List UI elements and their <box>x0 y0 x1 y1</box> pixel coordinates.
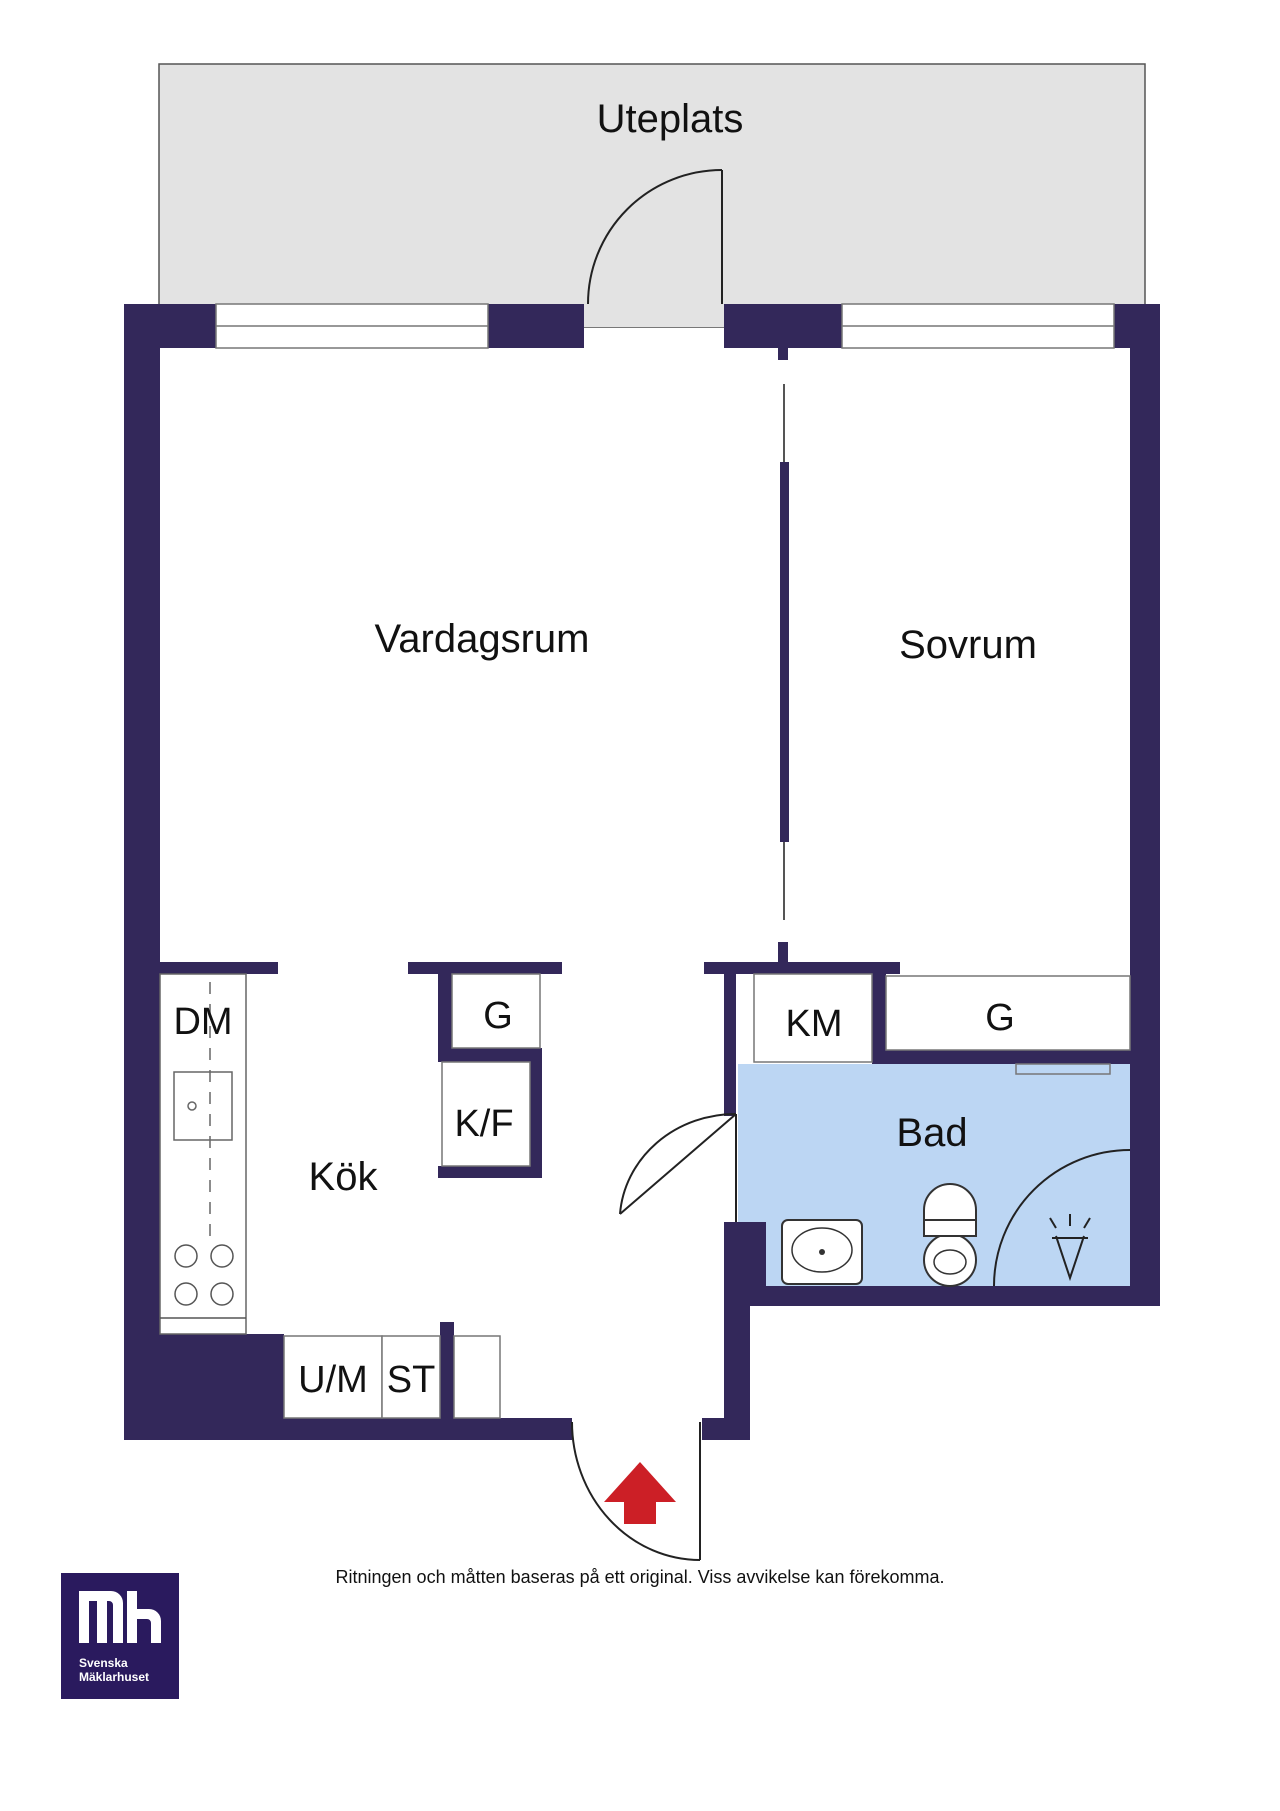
bathroom-sink <box>781 1219 863 1285</box>
stove-icon <box>160 1244 246 1319</box>
label-sovrum: Sovrum <box>899 623 1037 667</box>
patio-area <box>158 63 1146 329</box>
patio-door <box>587 169 723 305</box>
kitchen-bottom-cabinets <box>283 1335 501 1419</box>
label-uteplats: Uteplats <box>597 97 744 141</box>
label-dm: DM <box>173 1001 232 1043</box>
shower-door <box>993 1149 1131 1287</box>
kitchen-counter <box>159 973 247 1335</box>
windows <box>215 303 1115 349</box>
entrance-door <box>571 1421 701 1561</box>
cabinet-outlines <box>441 973 1131 1167</box>
label-vardagsrum: Vardagsrum <box>375 617 590 661</box>
label-st: ST <box>387 1359 436 1401</box>
logo-line-1: Svenska <box>79 1656 128 1670</box>
kitchen-sink <box>173 1071 233 1141</box>
shower-icon <box>1049 1214 1091 1282</box>
toilet <box>923 1183 977 1287</box>
label-kok: Kök <box>309 1155 379 1199</box>
label-bad: Bad <box>896 1111 967 1155</box>
label-um: U/M <box>298 1359 368 1401</box>
label-kf: K/F <box>454 1103 513 1145</box>
disclaimer-text: Ritningen och måtten baseras på ett orig… <box>335 1567 945 1587</box>
logo-line-2: Mäklarhuset <box>79 1670 149 1684</box>
sliding-partition <box>780 384 789 920</box>
towel-rail <box>1015 1063 1111 1075</box>
walls <box>124 304 1160 1440</box>
entrance-arrow-icon <box>604 1462 676 1524</box>
bathroom-door <box>619 1112 737 1222</box>
label-g-kitchen: G <box>483 995 513 1037</box>
label-g-bedroom: G <box>985 997 1015 1039</box>
mh-logo-icon <box>79 1591 161 1643</box>
svenska-maklarhuset-logo: Svenska Mäklarhuset <box>61 1573 179 1699</box>
label-km: KM <box>786 1003 843 1045</box>
